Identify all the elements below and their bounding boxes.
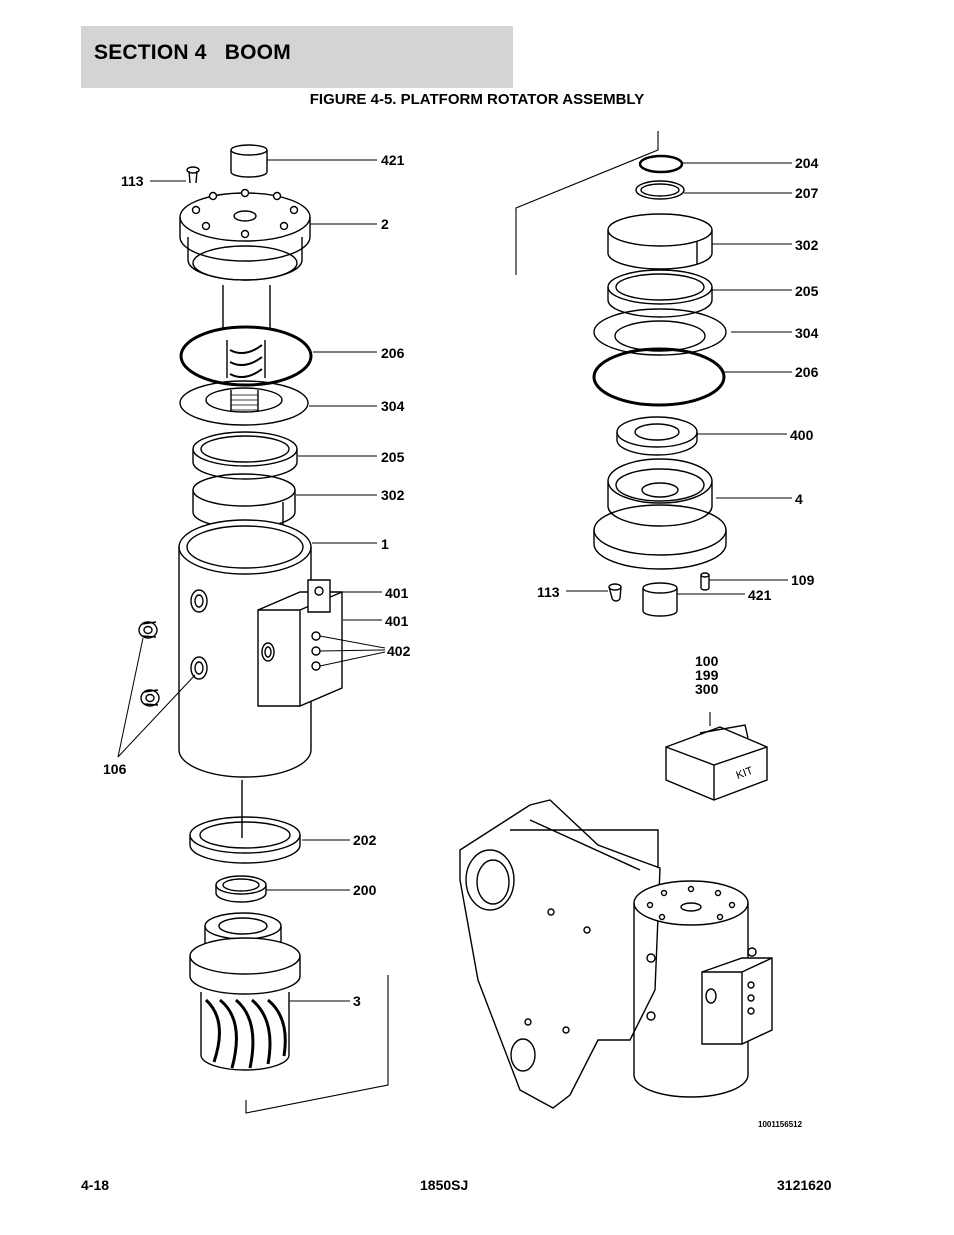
callout-113: 113: [537, 584, 560, 600]
callout-304: 304: [381, 398, 405, 414]
helical-gear-3: [189, 912, 301, 1071]
figure-title: FIGURE 4-5. PLATFORM ROTATOR ASSEMBLY: [309, 91, 645, 108]
callout-106: 106: [103, 761, 127, 777]
callout-402: 402: [387, 643, 411, 659]
callout-labels: 421 113 2 206 304 205 302 1 401 401 402 …: [103, 152, 819, 1129]
drawing-id: 1001156512: [758, 1120, 803, 1129]
plug-106: [138, 621, 160, 707]
callout-3: 3: [353, 993, 361, 1009]
callout-205: 205: [381, 449, 405, 465]
o-ring-206-left: [179, 325, 313, 387]
callout-300: 300: [695, 681, 719, 697]
bushing-200: [215, 875, 267, 903]
callout-205: 205: [795, 283, 819, 299]
spacer-400: [616, 416, 698, 456]
callout-200: 200: [353, 882, 377, 898]
callout-401: 401: [385, 613, 409, 629]
callout-302: 302: [381, 487, 405, 503]
callout-207: 207: [795, 185, 819, 201]
assembled-rotator-view: [459, 799, 773, 1109]
callout-421: 421: [381, 152, 405, 168]
bearing-205-right: [607, 269, 713, 318]
screw-113-right: [608, 583, 622, 602]
bracket-line-right: [515, 131, 659, 275]
bushing-421-top: [230, 144, 268, 178]
bearing-housing-4: [593, 458, 727, 570]
callout-206: 206: [795, 364, 819, 380]
kit-label: KIT: [735, 765, 755, 782]
footer-page-number: 4-18: [81, 1177, 110, 1193]
footer-model: 1850SJ: [420, 1177, 469, 1193]
adjusting-block-401: [257, 579, 343, 707]
callout-100: 100: [695, 653, 719, 669]
bracket-line-left: [245, 975, 389, 1114]
callout-1: 1: [381, 536, 389, 552]
callout-4: 4: [795, 491, 803, 507]
footer-doc-number: 3121620: [777, 1177, 832, 1193]
leader-lines: [117, 159, 792, 1002]
callout-206: 206: [381, 345, 405, 361]
section-header-band: [81, 26, 513, 88]
callout-302: 302: [795, 237, 819, 253]
callout-304: 304: [795, 325, 819, 341]
right-exploded-stack: KIT: [459, 131, 773, 1109]
bearing-202: [189, 816, 301, 864]
callout-204: 204: [795, 155, 819, 171]
pin-109: [700, 572, 710, 591]
o-ring-206-right: [592, 347, 726, 407]
callout-109: 109: [791, 572, 815, 588]
rotator-shaft-2: [179, 188, 311, 412]
kit-box: KIT: [665, 712, 768, 801]
o-ring-204: [638, 154, 684, 174]
callout-2: 2: [381, 216, 389, 232]
bearing-205-left: [192, 431, 298, 480]
screw-113-left: [186, 166, 200, 184]
callout-113: 113: [121, 173, 144, 189]
callout-400: 400: [790, 427, 814, 443]
seal-302-right: [607, 213, 713, 270]
thrust-washer-304-right: [593, 308, 727, 356]
left-exploded-stack: [138, 144, 389, 1114]
callout-202: 202: [353, 832, 377, 848]
housing-1: [178, 519, 312, 838]
callout-401: 401: [385, 585, 409, 601]
callout-199: 199: [695, 667, 719, 683]
section-title: SECTION 4 BOOM: [94, 41, 291, 64]
callout-421: 421: [748, 587, 772, 603]
thrust-washer-304-left: [179, 380, 309, 426]
bushing-207: [635, 180, 685, 200]
bushing-421-right: [642, 582, 678, 617]
